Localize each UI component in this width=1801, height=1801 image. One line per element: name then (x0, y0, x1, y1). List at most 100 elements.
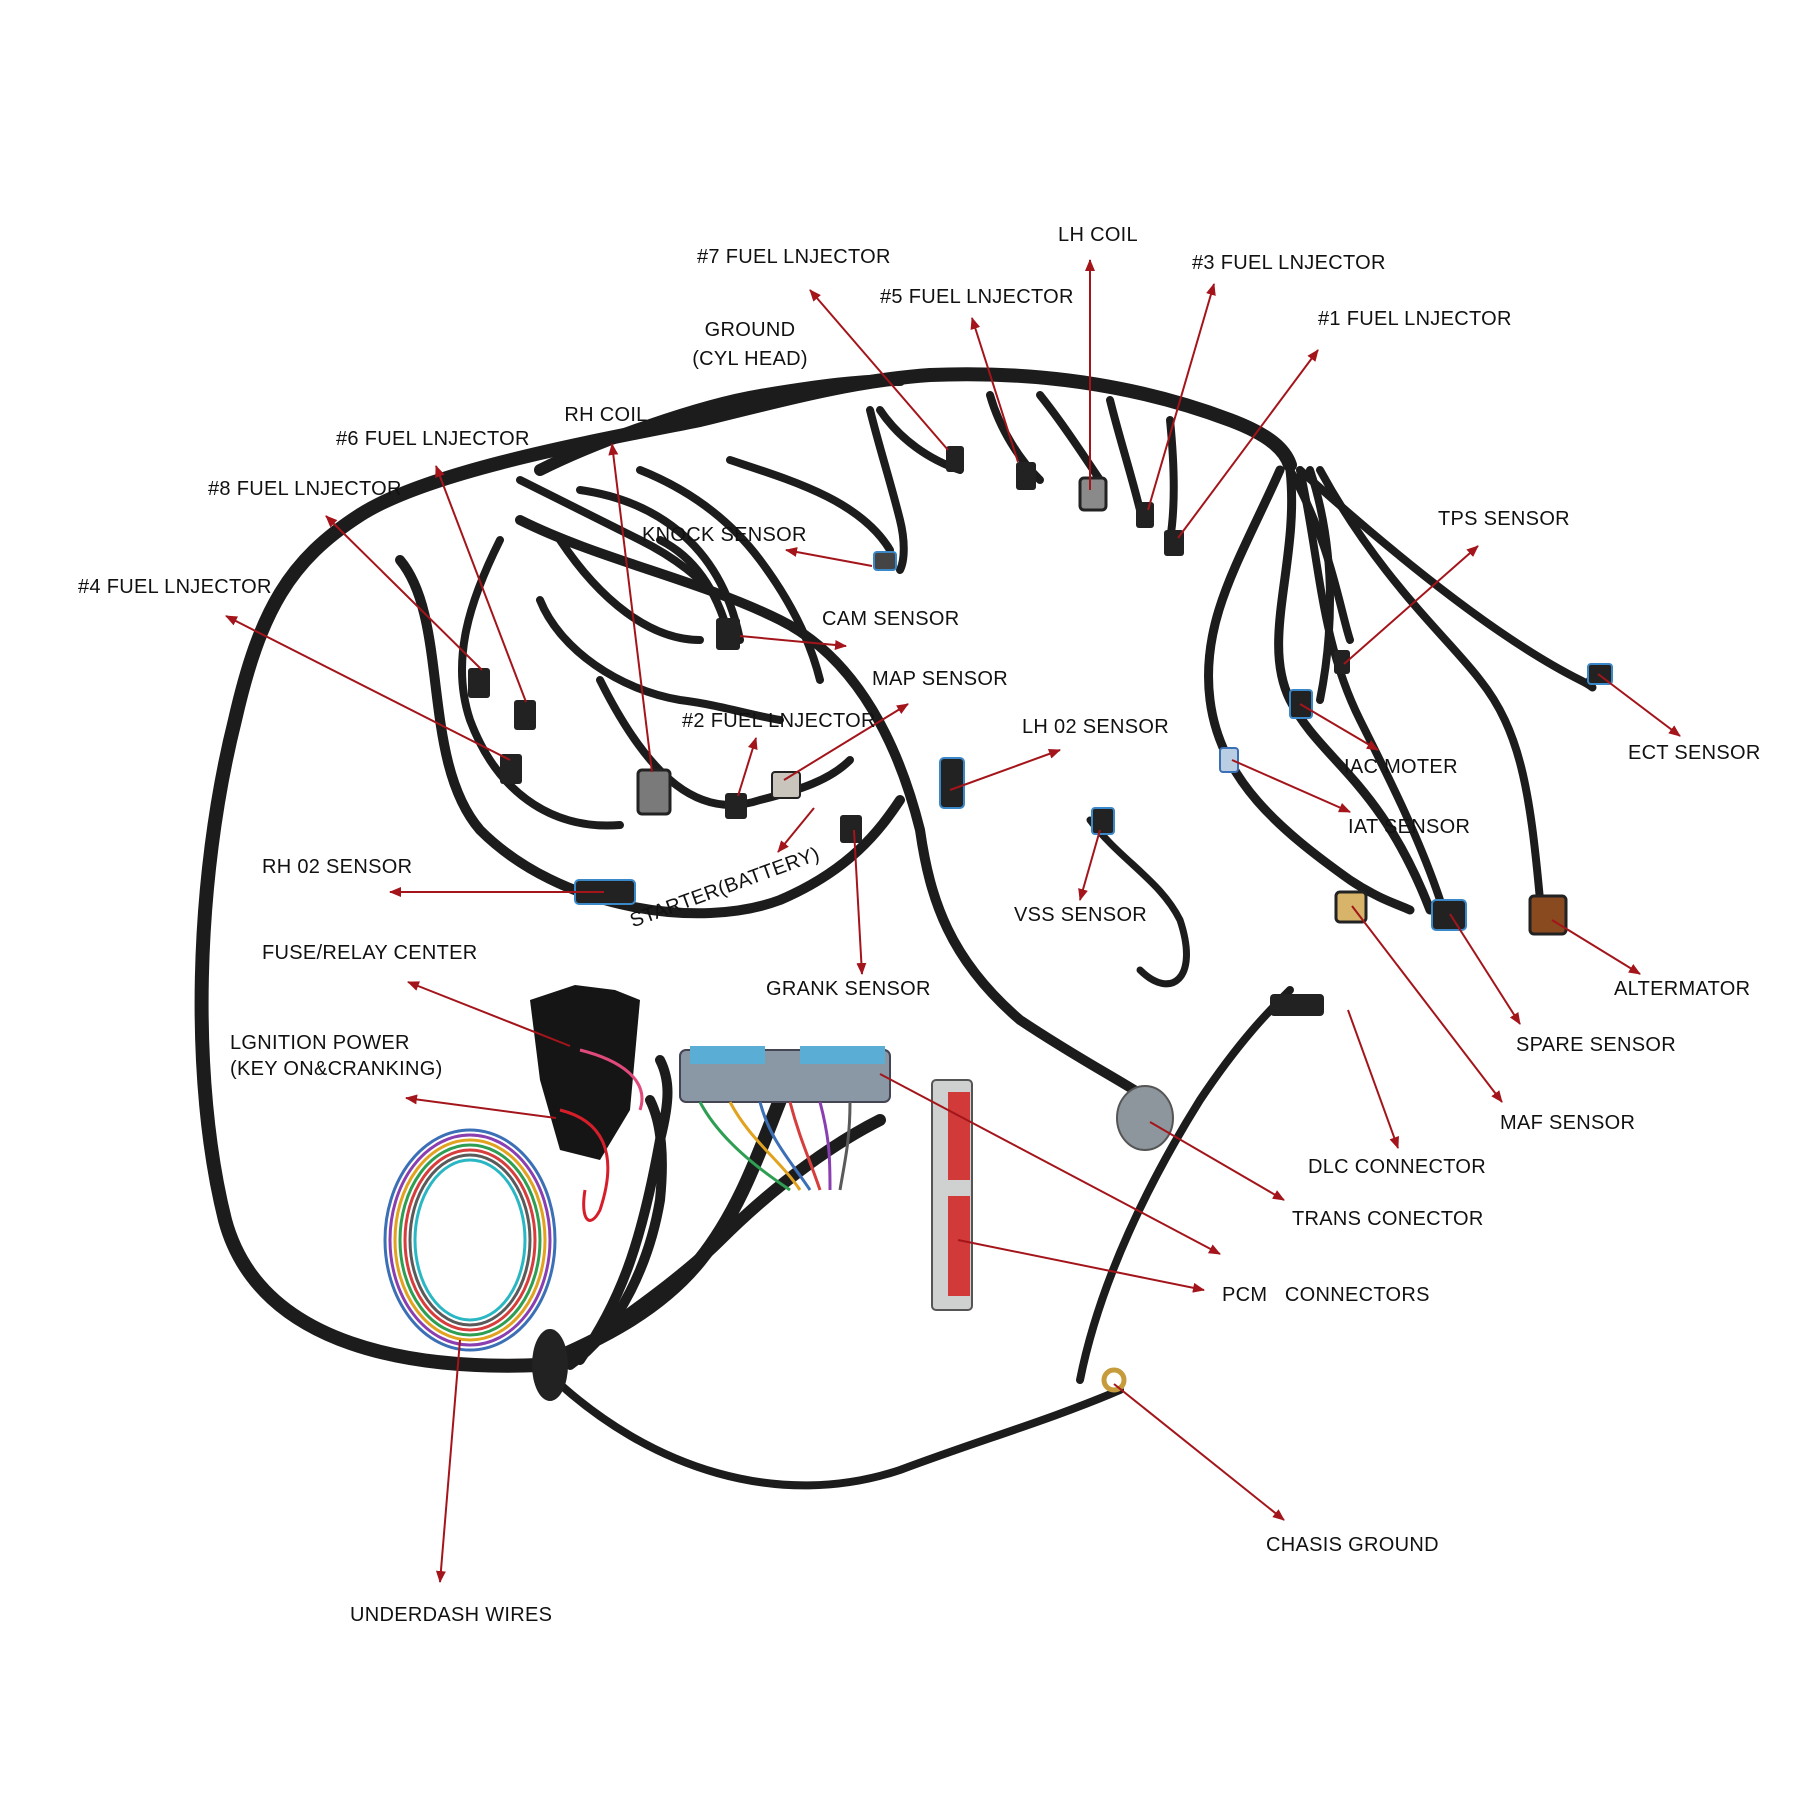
pcm-blue-left (690, 1046, 765, 1064)
arrow-pcm-2 (957, 1239, 1205, 1293)
arrow-vss (1078, 829, 1101, 901)
label-alternator: ALTERMATOR (1614, 978, 1751, 1000)
arrow-trans (1149, 1121, 1285, 1201)
label-trans: TRANS CONECTOR (1292, 1208, 1484, 1230)
cam-connector (716, 618, 740, 650)
label-vss: VSS SENSOR (1014, 904, 1148, 926)
arrow-chassis (1113, 1383, 1285, 1521)
crank-connector (840, 815, 862, 843)
fuel7-connector (946, 446, 964, 472)
label-ground: GROUND (CYL HEAD) (692, 316, 808, 374)
ignition-red-wire (559, 1108, 610, 1222)
trans-connector (1116, 1085, 1174, 1151)
fuel5-connector (1016, 462, 1036, 490)
arrow-alternator (1551, 919, 1641, 975)
label-fuel1: #1 FUEL LNJECTOR (1318, 308, 1512, 330)
chassis-ground-ring (1101, 1367, 1127, 1393)
label-fuel4: #4 FUEL LNJECTOR (78, 576, 272, 598)
label-ignition-line2: (KEY ON&CRANKING) (230, 1058, 443, 1080)
label-maf: MAF SENSOR (1500, 1112, 1636, 1134)
label-ignition: LGNITION POWER (KEY ON&CRANKING) (230, 1030, 443, 1082)
rh-coil-connector (636, 768, 672, 816)
arrow-underdash (435, 1339, 461, 1583)
lh-o2-connector (939, 757, 965, 809)
pcm-blue-right (800, 1046, 885, 1064)
vss-connector (1091, 807, 1115, 835)
arrow-ignition (405, 1094, 557, 1119)
underdash-wire-loops (383, 1128, 557, 1352)
arrow-fuel7 (809, 289, 949, 451)
arrow-lh-o2 (949, 749, 1061, 791)
label-spare: SPARE SENSOR (1516, 1034, 1676, 1056)
arrow-iac (1299, 703, 1379, 751)
label-chassis: CHASIS GROUND (1266, 1534, 1439, 1556)
label-iat: IAT SENSOR (1348, 816, 1471, 838)
arrow-fuel3 (1147, 283, 1216, 511)
arrow-ect (1597, 673, 1681, 737)
tps-connector (1334, 650, 1350, 674)
label-fuel7: #7 FUEL LNJECTOR (697, 246, 891, 268)
arrow-spare (1449, 913, 1521, 1025)
label-ground-line2: (CYL HEAD) (692, 348, 808, 370)
arrow-iat (1231, 759, 1351, 813)
arrow-dlc (1347, 1009, 1399, 1149)
arrow-maf (1351, 905, 1503, 1103)
label-knock: KNOCK SENSOR (642, 524, 807, 546)
label-underdash: UNDERDASH WIRES (350, 1604, 553, 1626)
label-fuel8: #8 FUEL LNJECTOR (208, 478, 402, 500)
label-pcm: PCM CONNECTORS (1222, 1284, 1430, 1306)
connectors (468, 446, 1613, 1393)
label-map: MAP SENSOR (872, 668, 1008, 690)
label-fuel6: #6 FUEL LNJECTOR (336, 428, 530, 450)
arrow-fuel6 (435, 465, 527, 703)
label-iac: IAC MOTER (1344, 756, 1458, 778)
arrow-map (783, 703, 909, 781)
dlc-connector (1270, 994, 1324, 1016)
arrow-fuel1 (1177, 349, 1319, 539)
label-rh-coil: RH COIL (564, 404, 648, 426)
label-ground-line1: GROUND (704, 319, 796, 341)
label-cam: CAM SENSOR (822, 608, 960, 630)
label-ignition-line1: LGNITION POWER (230, 1032, 410, 1054)
arrow-fuel2 (737, 737, 758, 797)
fuel8-connector (468, 668, 490, 698)
fuel6-connector (514, 700, 536, 730)
pcm-red-connector-bottom (948, 1196, 970, 1296)
label-fuel3: #3 FUEL LNJECTOR (1192, 252, 1386, 274)
label-ect: ECT SENSOR (1628, 742, 1761, 764)
arrow-fuel4 (225, 615, 511, 761)
alternator-connector (1528, 894, 1568, 936)
arrow-rh-coil (608, 443, 653, 773)
map-connector (771, 771, 801, 799)
label-lh-coil: LH COIL (1058, 224, 1138, 246)
label-fuel2: #2 FUEL LNJECTOR (682, 710, 876, 732)
knock-connector (873, 551, 897, 571)
arrow-fuse (407, 981, 571, 1047)
fuel3-connector (1136, 502, 1154, 528)
label-crank: GRANK SENSOR (766, 978, 931, 1000)
lh-coil-connector (1078, 476, 1108, 512)
pcm-red-connector-top (948, 1092, 970, 1180)
label-tps: TPS SENSOR (1438, 508, 1570, 530)
iat-connector (1219, 747, 1239, 773)
arrow-pcm-1 (879, 1073, 1221, 1255)
arrow-starter (777, 807, 815, 853)
fuel4-connector (500, 754, 522, 784)
label-dlc: DLC CONNECTOR (1308, 1156, 1486, 1178)
fuel2-connector (725, 793, 747, 819)
wire-harness (194, 367, 1597, 1490)
arrow-knock (785, 547, 873, 567)
arrow-fuel5 (970, 317, 1019, 463)
label-fuse: FUSE/RELAY CENTER (262, 942, 478, 964)
arrow-crank (853, 829, 867, 975)
pcm-wire-fan (698, 1101, 852, 1192)
pointer-arrows (225, 259, 1681, 1583)
arrow-cam (739, 635, 847, 650)
arrow-fuel8 (325, 515, 483, 671)
spare-connector (1431, 899, 1467, 931)
label-fuel5: #5 FUEL LNJECTOR (880, 286, 1074, 308)
label-lh-o2: LH 02 SENSOR (1022, 716, 1169, 738)
label-rh-o2: RH 02 SENSOR (262, 856, 413, 878)
